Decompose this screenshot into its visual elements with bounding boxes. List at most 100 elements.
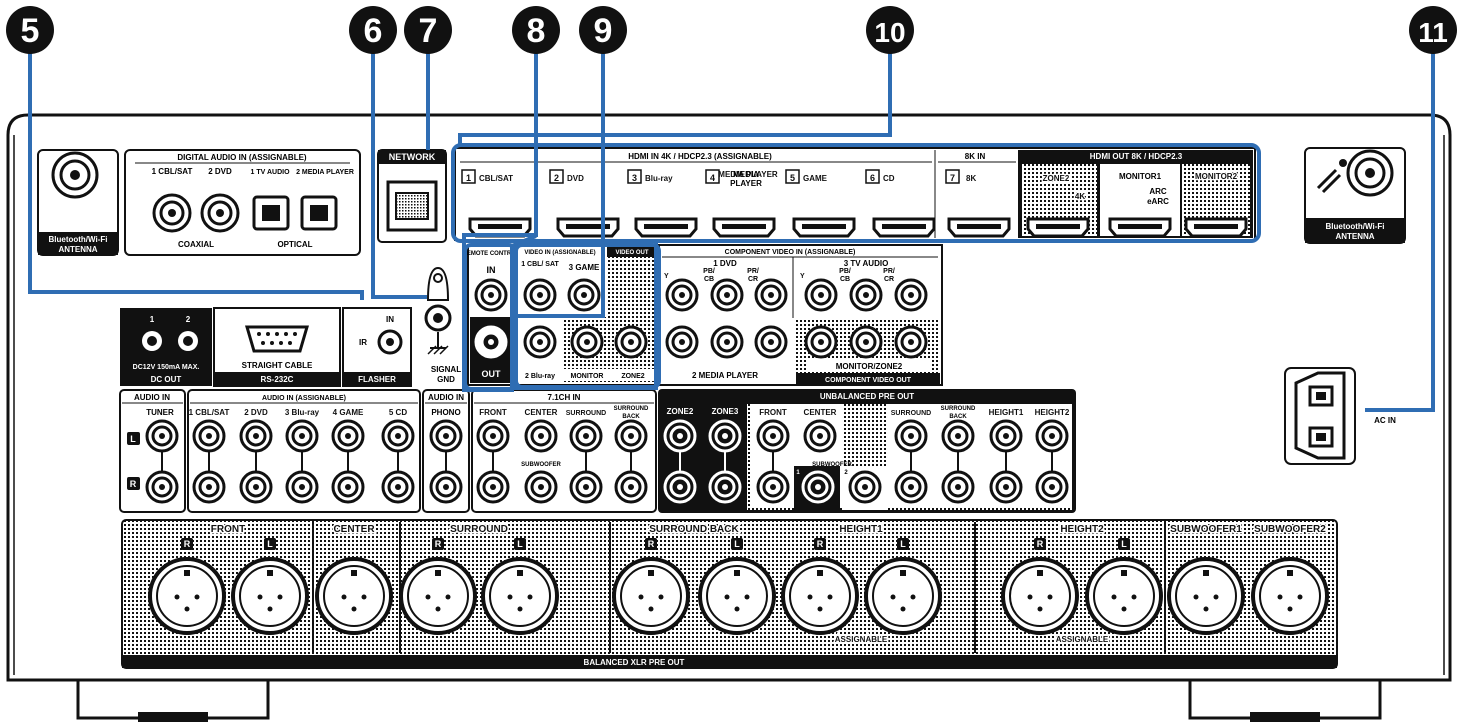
- tuner-jack-r[interactable]: [145, 470, 179, 504]
- hdmi-in-port-4[interactable]: [712, 217, 776, 238]
- component-out-jack-3[interactable]: [894, 325, 928, 359]
- hdmi-out-monitor1-port[interactable]: [1108, 217, 1172, 238]
- pre-out-subwoofer2-jack[interactable]: [848, 470, 882, 504]
- tuner-jack-l[interactable]: [145, 419, 179, 453]
- optical-jack-2[interactable]: [300, 195, 338, 231]
- pre-out-center-jack[interactable]: [803, 419, 837, 453]
- remote-in-jack[interactable]: [474, 278, 508, 312]
- coaxial-jack-1[interactable]: [152, 193, 192, 233]
- hdmi-out-zone2-port[interactable]: [1026, 217, 1090, 238]
- video-in-jack-2[interactable]: [523, 325, 557, 359]
- dc-out-jack-1[interactable]: [142, 331, 162, 351]
- audio-in-assign-jack-3-r[interactable]: [285, 470, 319, 504]
- pre-out-ch-jack-1-l[interactable]: [894, 419, 928, 453]
- ch71-center-jack[interactable]: [524, 419, 558, 453]
- ch71-subwoofer-jack[interactable]: [524, 470, 558, 504]
- pre-out-front-jack-l[interactable]: [756, 419, 790, 453]
- pre-out-front-jack-r[interactable]: [756, 470, 790, 504]
- video-in-jack-3[interactable]: [567, 278, 601, 312]
- audio-in-assign-jack-2-r[interactable]: [239, 470, 273, 504]
- pre-out-ch-jack-1-r[interactable]: [894, 470, 928, 504]
- pre-out-ch-jack-3-r[interactable]: [989, 470, 1023, 504]
- xlr-jack-8[interactable]: [781, 557, 859, 635]
- hdmi-in-port-5[interactable]: [792, 217, 856, 238]
- audio-in-assign-jack-3-l[interactable]: [285, 419, 319, 453]
- component-tv-jack-2[interactable]: [849, 278, 883, 312]
- xlr-jack-7[interactable]: [698, 557, 776, 635]
- pre-out-ch-jack-4-r[interactable]: [1035, 470, 1069, 504]
- xlr-jack-10[interactable]: [1001, 557, 1079, 635]
- component-media-jack-2[interactable]: [710, 325, 744, 359]
- pre-out-ch-jack-3-l[interactable]: [989, 419, 1023, 453]
- component-media-jack-1[interactable]: [665, 325, 699, 359]
- audio-in-assign-jack-2-l[interactable]: [239, 419, 273, 453]
- xlr-jack-2[interactable]: [231, 557, 309, 635]
- rs232-port[interactable]: [245, 325, 309, 353]
- component-media-jack-3[interactable]: [754, 325, 788, 359]
- antenna-right-label2: ANTENNA: [1335, 232, 1374, 241]
- pre-out-zone3-jack-r[interactable]: [708, 470, 742, 504]
- antenna-right-label1: Bluetooth/Wi-Fi: [1325, 222, 1384, 231]
- hdmi-out-monitor2-port[interactable]: [1184, 217, 1248, 238]
- xlr-jack-9[interactable]: [864, 557, 942, 635]
- audio-l-marker: L: [130, 434, 136, 444]
- pre-out-zone2-jack-r[interactable]: [663, 470, 697, 504]
- flasher-jack[interactable]: [377, 329, 403, 355]
- hdmi-in-port-2[interactable]: [556, 217, 620, 238]
- audio-in-assign-jack-1-l[interactable]: [192, 419, 226, 453]
- xlr-jack-12[interactable]: [1167, 557, 1245, 635]
- network-port[interactable]: NETWORK: [377, 149, 447, 243]
- pre-out-ch-jack-4-l[interactable]: [1035, 419, 1069, 453]
- hdmi-8k-port[interactable]: [947, 217, 1011, 238]
- component-tv-jack-3[interactable]: [894, 278, 928, 312]
- hdmi-in-port-3[interactable]: [634, 217, 698, 238]
- pre-out-ch-jack-2-l[interactable]: [941, 419, 975, 453]
- xlr-jack-4[interactable]: [399, 557, 477, 635]
- xlr-jack-5[interactable]: [481, 557, 559, 635]
- ch71-surround-back-jack-l[interactable]: [614, 419, 648, 453]
- video-out-zone2-jack[interactable]: [614, 325, 648, 359]
- component-out-jack-1[interactable]: [804, 325, 838, 359]
- audio-in-assign-jack-1-r[interactable]: [192, 470, 226, 504]
- ch71-front-jack-l[interactable]: [476, 419, 510, 453]
- xlr-title: BALANCED XLR PRE OUT: [584, 658, 685, 667]
- ch71-surround-jack-l[interactable]: [569, 419, 603, 453]
- hdmi-in-port-6[interactable]: [872, 217, 936, 238]
- component-dvd-jack-1[interactable]: [665, 278, 699, 312]
- coaxial-jack-2[interactable]: [200, 193, 240, 233]
- component-dvd-jack-3[interactable]: [754, 278, 788, 312]
- ac-inlet[interactable]: [1284, 367, 1356, 465]
- remote-out-jack[interactable]: [474, 325, 508, 359]
- audio-in-assign-jack-5-r[interactable]: [381, 470, 415, 504]
- ch71-surround-jack-r[interactable]: [569, 470, 603, 504]
- pre-out-subwoofer1-jack[interactable]: [801, 470, 835, 504]
- optical-jack-1[interactable]: [252, 195, 290, 231]
- signal-gnd-terminal[interactable]: [424, 266, 452, 355]
- xlr-jack-1[interactable]: [148, 557, 226, 635]
- xlr-group-label-5: HEIGHT1: [839, 524, 883, 535]
- xlr-jack-11[interactable]: [1085, 557, 1163, 635]
- xlr-channel-badge-1-text: R: [184, 539, 191, 549]
- pre-out-ch-jack-2-r[interactable]: [941, 470, 975, 504]
- video-out-monitor-jack[interactable]: [570, 325, 604, 359]
- xlr-jack-6[interactable]: [612, 557, 690, 635]
- video-in-jack-1[interactable]: [523, 278, 557, 312]
- component-pb-label-1: PB/: [703, 268, 715, 275]
- xlr-jack-13[interactable]: [1251, 557, 1329, 635]
- ch71-surround-back-jack-r[interactable]: [614, 470, 648, 504]
- hdmi-in-num-3: 3: [632, 173, 637, 183]
- phono-jack-r[interactable]: [429, 470, 463, 504]
- component-dvd-jack-2[interactable]: [710, 278, 744, 312]
- phono-jack-l[interactable]: [429, 419, 463, 453]
- component-tv-jack-1[interactable]: [804, 278, 838, 312]
- dc-out-jack-2[interactable]: [178, 331, 198, 351]
- xlr-jack-3[interactable]: [315, 557, 393, 635]
- callout-9: 9: [579, 6, 627, 54]
- audio-in-assign-jack-4-r[interactable]: [331, 470, 365, 504]
- audio-in-assign-jack-4-l[interactable]: [331, 419, 365, 453]
- component-out-jack-2[interactable]: [849, 325, 883, 359]
- pre-out-zone2-jack-l[interactable]: [663, 419, 697, 453]
- pre-out-zone3-jack-l[interactable]: [708, 419, 742, 453]
- audio-in-assign-jack-5-l[interactable]: [381, 419, 415, 453]
- ch71-front-jack-r[interactable]: [476, 470, 510, 504]
